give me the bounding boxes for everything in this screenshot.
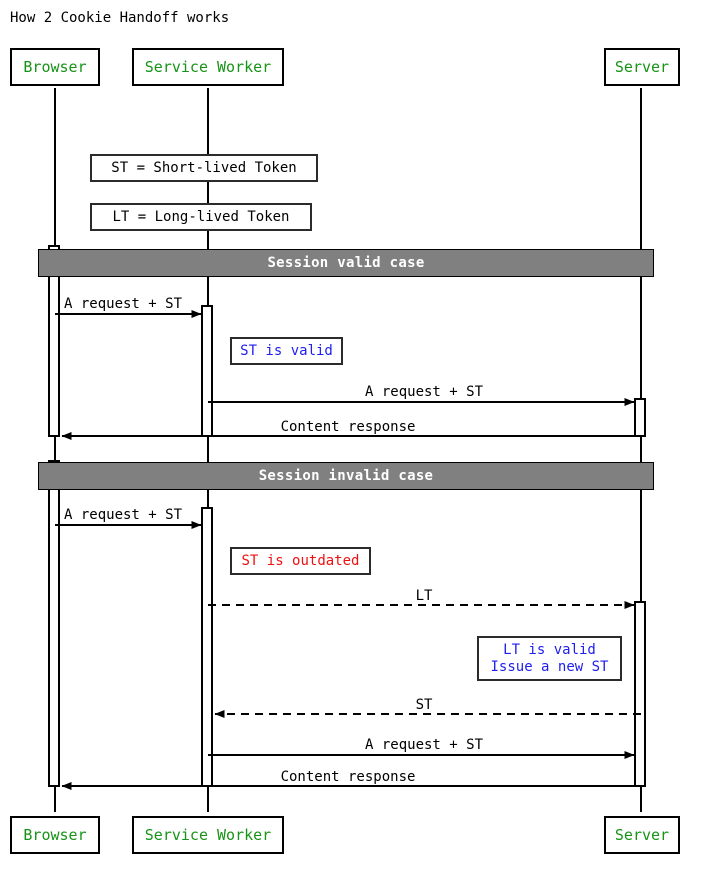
- participant-label: Service Worker: [144, 57, 272, 76]
- message-label-m4: A request + ST: [64, 507, 183, 523]
- note-st-legend: ST = Short-lived Token: [90, 154, 318, 182]
- note-text: ST is outdated: [241, 552, 360, 569]
- participant-header-server[interactable]: Server: [604, 48, 680, 86]
- activation-server-1: [634, 398, 646, 437]
- message-label-m7: A request + ST: [364, 737, 484, 753]
- note-lt-legend: LT = Long-lived Token: [90, 203, 312, 231]
- activation-sw-1: [201, 305, 213, 437]
- participant-header-service-worker[interactable]: Service Worker: [132, 48, 284, 86]
- message-label-m8: Content response: [280, 769, 416, 785]
- section-divider-session-valid: Session valid case: [38, 249, 654, 277]
- message-label-m6: ST: [415, 697, 433, 713]
- activation-sw-2: [201, 507, 213, 787]
- participant-label: Browser: [23, 57, 87, 76]
- participant-header-browser[interactable]: Browser: [10, 48, 100, 86]
- participant-footer-server[interactable]: Server: [604, 816, 680, 854]
- activation-browser-2: [48, 460, 60, 787]
- note-text: ST is valid: [240, 342, 333, 359]
- page-title: How 2 Cookie Handoff works: [10, 10, 230, 26]
- message-label-m5: LT: [415, 588, 433, 604]
- section-divider-session-invalid: Session invalid case: [38, 462, 654, 490]
- note-lt-is-valid: LT is valid Issue a new ST: [477, 636, 622, 681]
- participant-label: Browser: [23, 825, 87, 844]
- activation-server-2: [634, 601, 646, 787]
- note-st-is-outdated: ST is outdated: [230, 547, 371, 575]
- section-label: Session invalid case: [258, 468, 434, 484]
- message-label-m2: A request + ST: [364, 384, 484, 400]
- participant-label: Server: [614, 57, 670, 76]
- note-text: ST = Short-lived Token: [111, 159, 297, 176]
- message-label-m1: A request + ST: [64, 296, 183, 312]
- participant-label: Service Worker: [144, 825, 272, 844]
- message-label-m3: Content response: [280, 419, 416, 435]
- participant-label: Server: [614, 825, 670, 844]
- participant-footer-browser[interactable]: Browser: [10, 816, 100, 854]
- activation-browser-1: [48, 245, 60, 437]
- note-text-line-2: Issue a new ST: [490, 658, 609, 675]
- participant-footer-service-worker[interactable]: Service Worker: [132, 816, 284, 854]
- section-label: Session valid case: [267, 255, 425, 271]
- note-st-is-valid: ST is valid: [230, 337, 343, 365]
- note-text: LT = Long-lived Token: [112, 208, 290, 225]
- note-text-line-1: LT is valid: [503, 641, 596, 658]
